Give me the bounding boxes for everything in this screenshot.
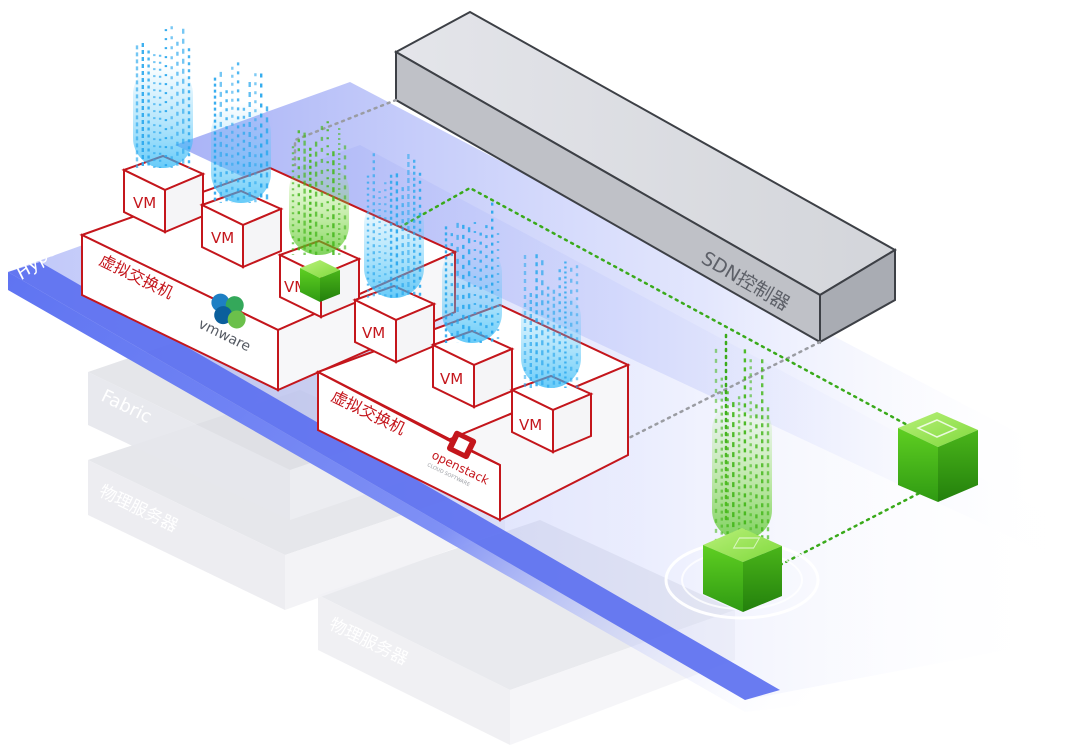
vm-cube-openstack-2: VM	[430, 329, 515, 409]
chip-icon	[916, 419, 958, 438]
green-agent-cube-small	[300, 260, 340, 302]
link-controller-to-vmware	[293, 98, 398, 167]
chip-icon	[732, 537, 761, 549]
green-agent-base	[664, 528, 820, 620]
green-stream-agent-base	[712, 348, 772, 540]
vm-label: VM	[519, 416, 542, 434]
vm-cube-openstack-3: VM	[509, 374, 594, 454]
blue-stream-openstack-1	[364, 153, 424, 298]
vm-label: VM	[133, 194, 156, 212]
blue-stream-openstack-2	[442, 202, 502, 343]
blue-stream-vmware-2	[211, 62, 271, 203]
blue-stream-openstack-3	[521, 254, 581, 388]
vm-cube-vmware-2: VM	[199, 189, 284, 269]
vm-label: VM	[211, 229, 234, 247]
vm-label: VM	[440, 370, 463, 388]
vm-label: VM	[362, 324, 385, 342]
blue-stream-vmware-1	[133, 26, 193, 168]
data-streams	[133, 26, 772, 540]
sdn-controller: SDN控制器	[393, 10, 897, 344]
link-green-base-to-agent	[778, 483, 937, 567]
green-stream-vmware-3	[289, 121, 349, 255]
green-agent-node	[898, 412, 978, 502]
